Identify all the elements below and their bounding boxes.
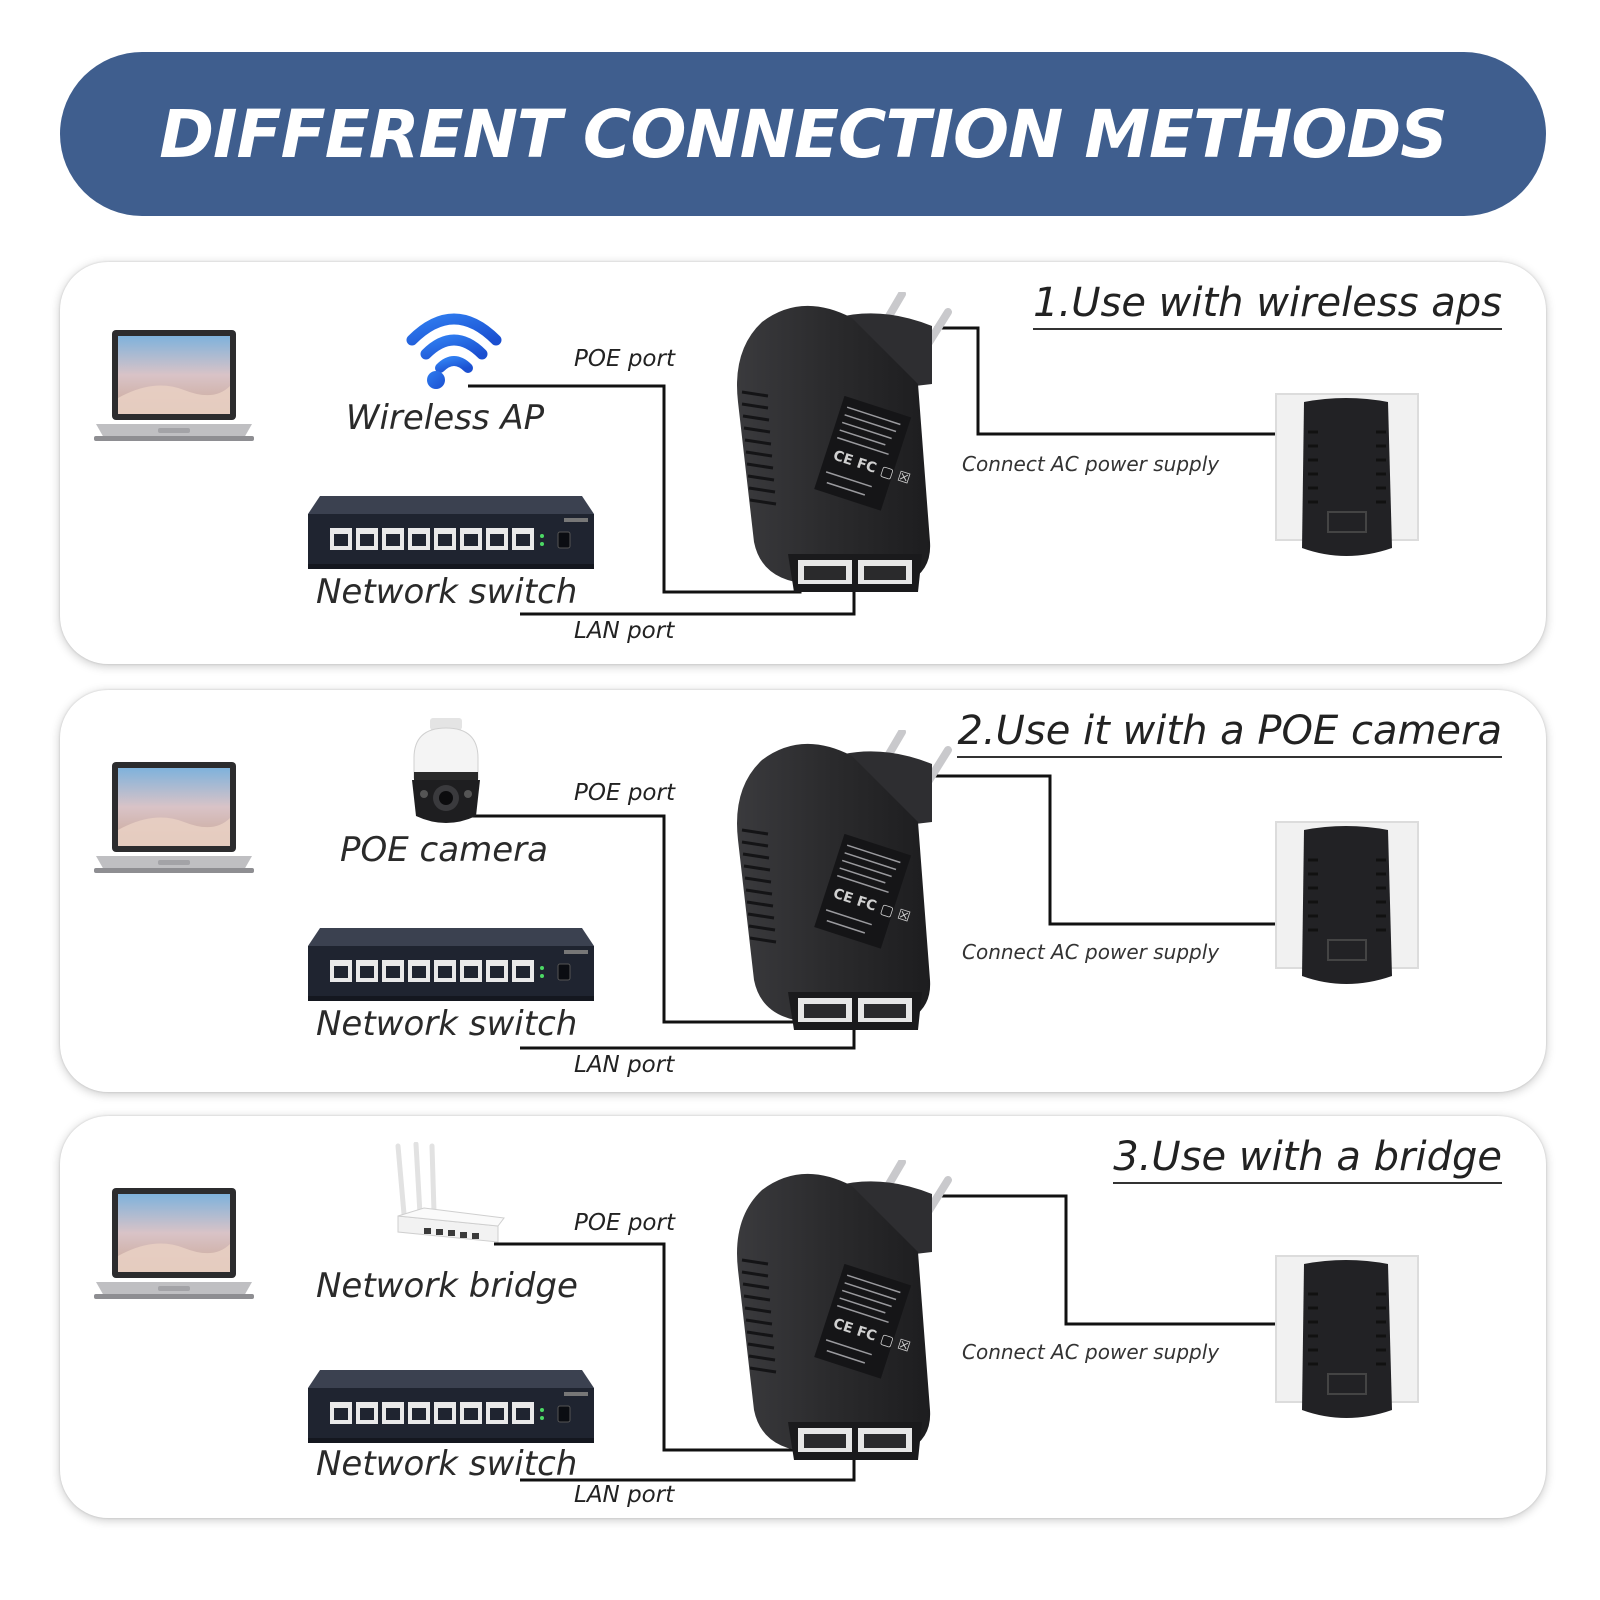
section-title: 2.Use it with a POE camera [957,708,1502,758]
switch-label: Network switch [316,572,578,612]
device-label: Network bridge [316,1266,578,1306]
wall-socket-icon [1274,1254,1420,1424]
section-title: 3.Use with a bridge [1113,1134,1502,1184]
network-switch-icon [306,1368,596,1444]
router-icon [394,1142,506,1254]
network-switch-icon [306,926,596,1002]
network-switch-icon [306,494,596,570]
laptop-icon [94,1186,254,1302]
header-banner: DIFFERENT CONNECTION METHODS [60,52,1546,216]
page-title: DIFFERENT CONNECTION METHODS [159,95,1448,173]
connection-panel-2: POE camera POE port Network switch LAN p… [60,690,1546,1092]
ac-power-label: Connect AC power supply [962,1340,1220,1364]
laptop-icon [94,328,254,444]
section-title: 1.Use with wireless aps [1033,280,1502,330]
lan-port-label: LAN port [574,618,675,644]
poe-port-label: POE port [574,1210,675,1236]
poe-injector-icon [732,1160,952,1460]
lan-port-label: LAN port [574,1052,675,1078]
wall-socket-icon [1274,820,1420,990]
device-label: Wireless AP [345,398,545,438]
wall-socket-icon [1274,392,1420,562]
poe-port-label: POE port [574,346,675,372]
device-label: POE camera [340,830,548,870]
wifi-icon [406,306,502,392]
lan-port-label: LAN port [574,1482,675,1508]
ac-power-label: Connect AC power supply [962,940,1220,964]
camera-icon [406,718,486,830]
connection-panel-1: Wireless AP POE port Network switch LAN … [60,262,1546,664]
poe-port-label: POE port [574,780,675,806]
poe-injector-icon [732,730,952,1030]
laptop-icon [94,760,254,876]
poe-injector-icon [732,292,952,592]
switch-label: Network switch [316,1004,578,1044]
switch-label: Network switch [316,1444,578,1484]
ac-power-label: Connect AC power supply [962,452,1220,476]
connection-panel-3: Network bridge POE port Network switch L… [60,1116,1546,1518]
